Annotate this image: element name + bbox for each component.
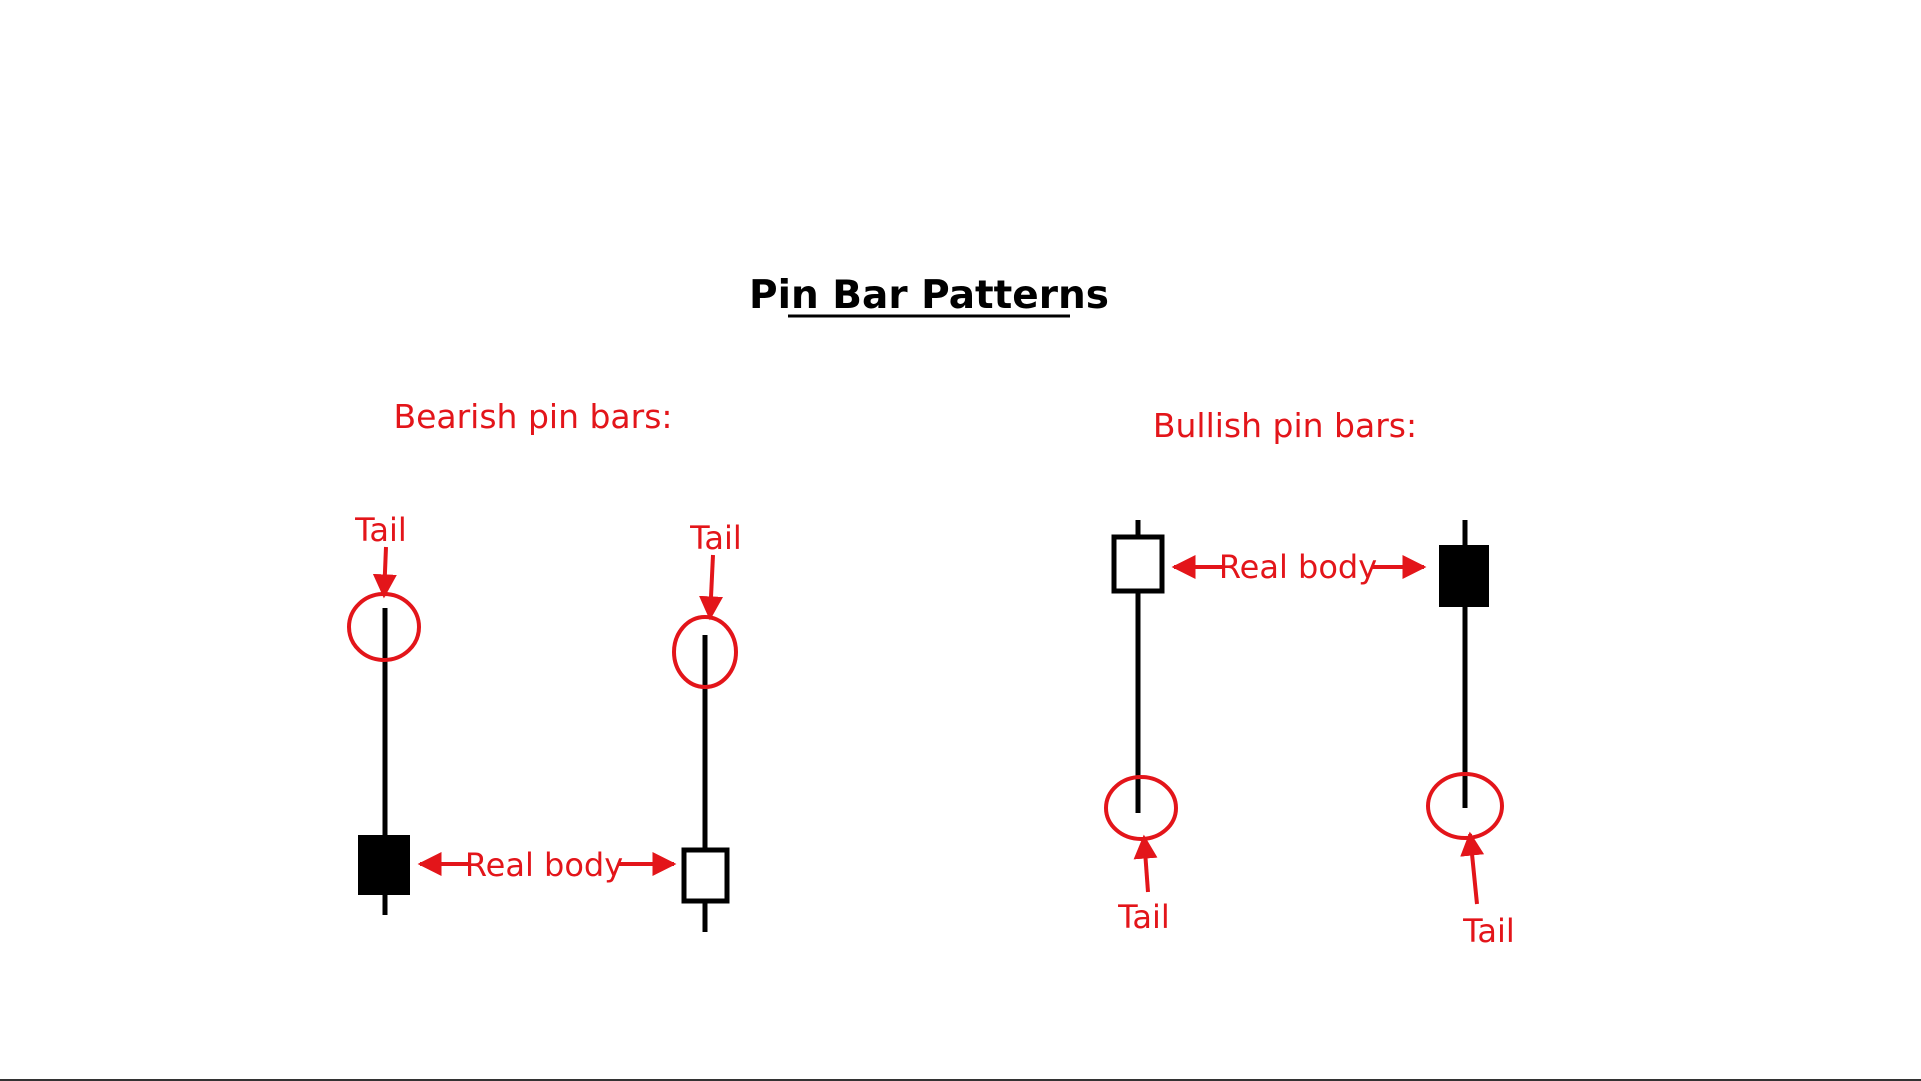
tail-arrow	[384, 547, 386, 596]
tail-arrow	[1470, 834, 1477, 904]
bullish-candle-white	[1114, 520, 1162, 813]
candle-real-body	[1114, 537, 1162, 591]
candle-real-body	[684, 850, 727, 901]
tail-label: Tail	[354, 511, 407, 549]
tail-highlight-circle	[1106, 777, 1176, 839]
real-body-label: Real body	[465, 846, 623, 884]
bearish-section: Bearish pin bars: Tail Tail Real body	[349, 397, 742, 932]
tail-label: Tail	[1117, 898, 1170, 936]
bullish-heading: Bullish pin bars:	[1153, 406, 1417, 445]
tail-label: Tail	[689, 519, 742, 557]
tail-arrow	[710, 555, 713, 618]
tail-label: Tail	[1462, 912, 1515, 950]
bearish-candle-white	[684, 635, 727, 932]
bullish-candle-black	[1441, 520, 1487, 808]
real-body-label: Real body	[1219, 548, 1377, 586]
candle-real-body	[1441, 547, 1487, 605]
tail-arrow	[1144, 837, 1148, 892]
bullish-section: Bullish pin bars: Tail Tail Real body	[1106, 406, 1515, 950]
bearish-heading: Bearish pin bars:	[393, 397, 672, 436]
page-title: Pin Bar Patterns	[749, 273, 1109, 318]
candle-real-body	[360, 837, 408, 893]
